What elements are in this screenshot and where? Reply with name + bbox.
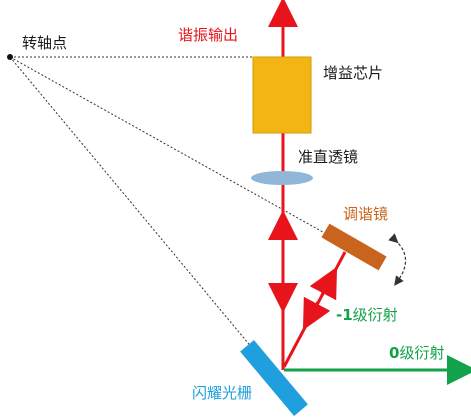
rotation-arrow <box>388 233 407 286</box>
pivot-line-to-mirror <box>9 56 331 237</box>
zero-order-suffix: 级衍射 <box>399 344 444 362</box>
collimating-lens <box>251 171 313 185</box>
minus1-arrow-up <box>309 266 338 301</box>
pivot-line-to-grating <box>9 56 259 356</box>
tuning-mirror <box>321 223 387 271</box>
minus1-order-label: -1级衍射 <box>336 306 398 324</box>
pivot-label: 转轴点 <box>22 34 67 52</box>
collimating-lens-label: 准直透镜 <box>298 148 358 166</box>
gain-chip-label: 增益芯片 <box>323 64 383 82</box>
zero-order-label: 0级衍射 <box>389 344 444 362</box>
blazed-grating <box>240 340 308 416</box>
grating-label: 闪耀光栅 <box>192 384 252 402</box>
pivot-point <box>7 54 13 60</box>
minus1-order-prefix: -1 <box>336 306 353 324</box>
zero-order-prefix: 0 <box>389 344 399 362</box>
resonant-output-label: 谐振输出 <box>178 26 238 44</box>
minus1-arrow-down <box>302 296 331 331</box>
gain-chip <box>252 56 312 134</box>
tuning-mirror-label: 调谐镜 <box>343 205 388 223</box>
minus1-order-suffix: 级衍射 <box>353 306 398 324</box>
